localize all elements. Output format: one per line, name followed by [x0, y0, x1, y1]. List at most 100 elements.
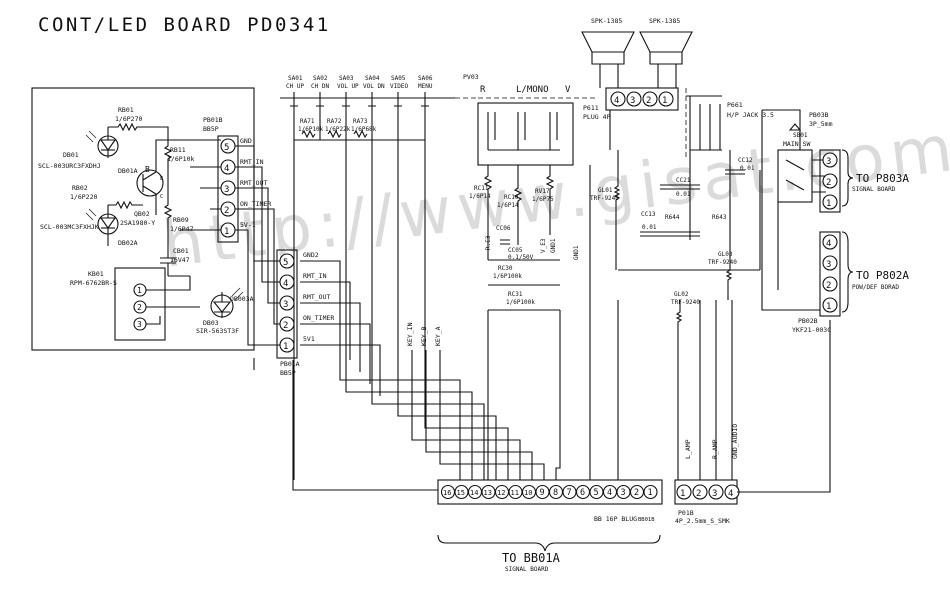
pv03-section: PV03 R L/MONO V	[463, 73, 574, 166]
sa02-name: CH DN	[311, 83, 329, 90]
rc31-value: 1/6P100k	[506, 299, 535, 306]
pv03-outline	[477, 102, 574, 166]
switch-section: SA01 CH UP SA02 CH DN SA03 VOL UP SA04 V…	[280, 75, 598, 141]
db03-led	[210, 287, 244, 318]
pb01a-sig-rmt-in: RMT_IN	[303, 272, 327, 280]
sa06-ref: SA06	[418, 75, 433, 82]
sa05-name: VIDEO	[390, 83, 408, 90]
bb16-pin-label-5: 5	[594, 488, 599, 498]
kb01-outline	[114, 267, 166, 341]
cc13-ref: CC13	[641, 211, 656, 218]
sa01-name: CH UP	[286, 83, 304, 90]
main-switch-section: SB01 MAIN SW PB03B 3P_5mm 3 2 1 TO P803A…	[777, 111, 909, 213]
p01b-ref: P01B	[678, 509, 694, 517]
ra72-ref: RA72	[327, 118, 342, 125]
svg-text:1: 1	[283, 342, 288, 352]
pb02b-section: 4 3 2 1 TO P802A POW/DEF BORAD PB02B YKF…	[761, 109, 909, 334]
kb01-pins: 1 2 3	[133, 276, 200, 331]
bb16-label: BB 16P BLUG	[594, 515, 637, 523]
p611-ref: P611	[583, 104, 599, 112]
v-e3-label: V_E3	[540, 238, 547, 253]
rb02-resistor	[108, 200, 143, 210]
svg-text:1: 1	[137, 286, 142, 295]
ra71-ref: RA71	[300, 118, 315, 125]
to-bb01a-sub: SIGNAL BOARD	[505, 566, 549, 573]
bb16-pin-label-2: 2	[634, 488, 639, 498]
cc21-value: 0.01	[676, 191, 691, 198]
svg-text:1: 1	[680, 489, 685, 499]
left-board-wires	[168, 139, 221, 277]
kb01-ref: KB01	[88, 270, 104, 278]
rc10-value: 1/6P14	[497, 202, 519, 209]
l-amp-label: L_AMP	[684, 439, 692, 459]
db01-tag: DB01A	[118, 167, 138, 175]
svg-text:4: 4	[614, 96, 619, 106]
bb16-fan-in-wires	[253, 140, 619, 491]
pb01b-sig-on-timer: ON_TIMER	[240, 200, 271, 208]
cb01-ref: CB01	[173, 247, 189, 255]
pb01b-sig-5v: 5V-1	[240, 221, 256, 229]
pb01a-type: BB5P	[280, 369, 296, 377]
speakers: SPK-1385 SPK-1385	[581, 17, 693, 88]
gl01-ref: GL01	[598, 187, 613, 194]
gl03-part: TRF-9240	[708, 259, 737, 266]
svg-text:2: 2	[826, 178, 831, 188]
db02-tag: DB02A	[118, 239, 138, 247]
svg-text:1: 1	[826, 302, 831, 312]
r644-label: R644	[665, 214, 680, 221]
switch-symbols	[290, 92, 429, 141]
audio-filter: CC12 0.01 CC21 0.01 CC13 0.01 GL01 TRF-9…	[590, 110, 761, 480]
qb02-part: 2SA1980-Y	[120, 219, 155, 227]
to-p803a-title: TO P803A	[856, 172, 909, 185]
qb02-ref: QB02	[134, 210, 150, 218]
rb11-resistor	[163, 140, 173, 172]
sa03-name: VOL UP	[337, 83, 359, 90]
pb01b-type: BB5P	[203, 125, 219, 133]
r-amp-label: R_AMP	[711, 439, 719, 459]
ra72-value: 1/6P22k	[325, 126, 351, 133]
rb01-value: 1/6P270	[115, 115, 142, 123]
to-bb01a-title: TO BB01A	[502, 551, 561, 565]
rb09-value: 1/6P47	[170, 225, 194, 233]
av-rails	[488, 239, 560, 311]
audio-filter-wires	[609, 110, 761, 300]
pb01-crossover-wires	[235, 145, 280, 346]
sb01-contacts	[785, 159, 826, 193]
gl02-part: TRF-9240	[671, 299, 700, 306]
pv03-label-lmono: L/MONO	[516, 85, 549, 95]
cc05-value: 0.1/50V	[508, 254, 534, 261]
cc05-ref: CC05	[508, 247, 523, 254]
ra71-value: 1/6P10k	[298, 126, 324, 133]
sa03-ref: SA03	[339, 75, 354, 82]
pv03-label-r: R	[480, 85, 486, 95]
rc11-ref: RC11	[474, 185, 489, 192]
db01-ref: DB01	[63, 151, 79, 159]
pb01b-housing	[217, 135, 239, 243]
rb01-ref: RB01	[118, 106, 134, 114]
key-b-label: KEY_B	[420, 326, 428, 346]
left-led-board: RB01 1/6P270 DB01 SCL-003URC3FXDHJ DB01A…	[31, 87, 271, 351]
page-title: CONT/LED BOARD PD0341	[38, 14, 331, 36]
rb09-ref: RB09	[173, 216, 189, 224]
pb03b-ref: PB03B	[809, 111, 829, 119]
r643-label: R643	[712, 214, 727, 221]
qb02-transistor	[136, 139, 168, 215]
speaker-2-symbol	[639, 31, 693, 65]
pb02b-part: YKF21-003C	[792, 326, 831, 334]
pv03-ref: PV03	[463, 73, 479, 81]
av-resistors	[483, 165, 555, 260]
rb02-value: 1/6P220	[70, 193, 97, 201]
db03-ref: DB03	[203, 319, 219, 327]
cc12-value: 0.01	[740, 165, 755, 172]
svg-text:5: 5	[283, 258, 288, 268]
svg-text:2: 2	[224, 206, 229, 216]
pb01b-sig-gnd: GND	[240, 137, 252, 145]
pb02b-ref: PB02B	[798, 317, 818, 325]
db02-part: SCL-003MC3FXHJK	[40, 223, 99, 231]
pv03-label-v: V	[565, 85, 571, 95]
bb16-pin-label-1: 1	[648, 488, 653, 498]
ra-resistors	[301, 129, 368, 139]
pb03b-housing	[819, 149, 841, 213]
gl03-ref: GL03	[718, 251, 733, 258]
